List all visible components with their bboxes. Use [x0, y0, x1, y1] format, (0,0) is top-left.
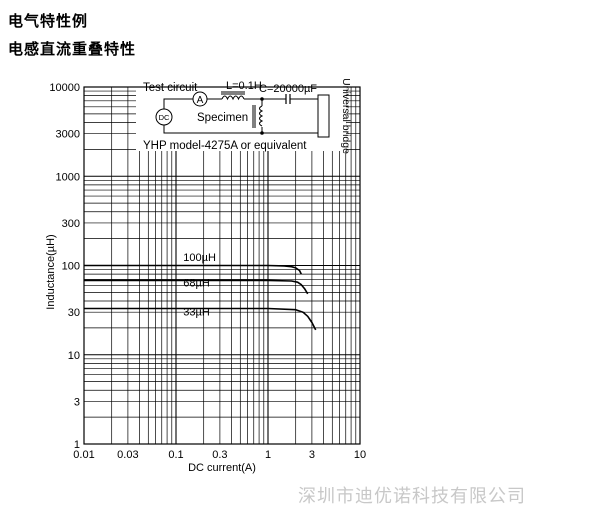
- dc-source-label: DC: [159, 113, 170, 122]
- bridge-label: Universal bridge: [340, 78, 352, 154]
- inset-test-circuit-label: Test circuit: [143, 82, 198, 94]
- bridge-box: [317, 94, 330, 138]
- x-tick-label: 10: [354, 449, 366, 461]
- series-label: 68µH: [183, 278, 210, 290]
- series-label: 33µH: [183, 307, 210, 319]
- heading-dc-superposition: 电感直流重叠特性: [8, 40, 137, 58]
- inductor-label: L=0.1H: [226, 80, 262, 92]
- y-tick-label: 1000: [56, 171, 80, 183]
- series-label: 100µH: [183, 252, 216, 264]
- y-tick-label: 1: [74, 439, 80, 451]
- ammeter-label: A: [197, 95, 204, 106]
- capacitor-label: C=20000µF: [259, 83, 317, 95]
- inductor-coil-icon: [221, 95, 245, 101]
- series-line: [84, 307, 317, 331]
- junction-dot: [260, 131, 264, 135]
- tick-labels: 0.01 0.03 0.1 0.3 1 3 10 1 3 10 30 100 300 1000 3000 10…: [49, 82, 366, 461]
- x-tick-label: 3: [309, 449, 315, 461]
- x-tick-label: 0.1: [168, 449, 183, 461]
- specimen-coil-icon: [259, 105, 264, 127]
- junction-dot: [260, 97, 264, 101]
- y-tick-label: 10: [68, 350, 80, 362]
- series-line: [84, 279, 309, 295]
- series-line: [84, 264, 303, 275]
- x-tick-label: 0.01: [73, 449, 94, 461]
- y-tick-label: 10000: [49, 82, 80, 94]
- y-tick-label: 3000: [56, 129, 80, 141]
- test-circuit-inset: Test circuit A DC L=0.1H C=20000µF Speci…: [136, 77, 352, 154]
- y-tick-label: 300: [62, 218, 80, 230]
- specimen-label: Specimen: [197, 112, 248, 124]
- x-tick-label: 0.03: [117, 449, 138, 461]
- y-tick-label: 30: [68, 307, 80, 319]
- model-label: YHP model-4275A or equivalent: [143, 140, 307, 152]
- y-axis-label: Inductance(µH): [45, 234, 57, 309]
- x-tick-label: 0.3: [212, 449, 227, 461]
- y-tick-label: 100: [62, 261, 80, 273]
- x-axis-label: DC current(A): [188, 462, 256, 474]
- y-tick-label: 3: [74, 396, 80, 408]
- x-tick-label: 1: [265, 449, 271, 461]
- plot-frame: [83, 86, 361, 445]
- heading-electrical-characteristics: 电气特性例: [8, 12, 89, 30]
- watermark: 深圳市迪优诺科技有限公司: [298, 486, 526, 507]
- series: 100µH 68µH 33µH: [84, 252, 317, 331]
